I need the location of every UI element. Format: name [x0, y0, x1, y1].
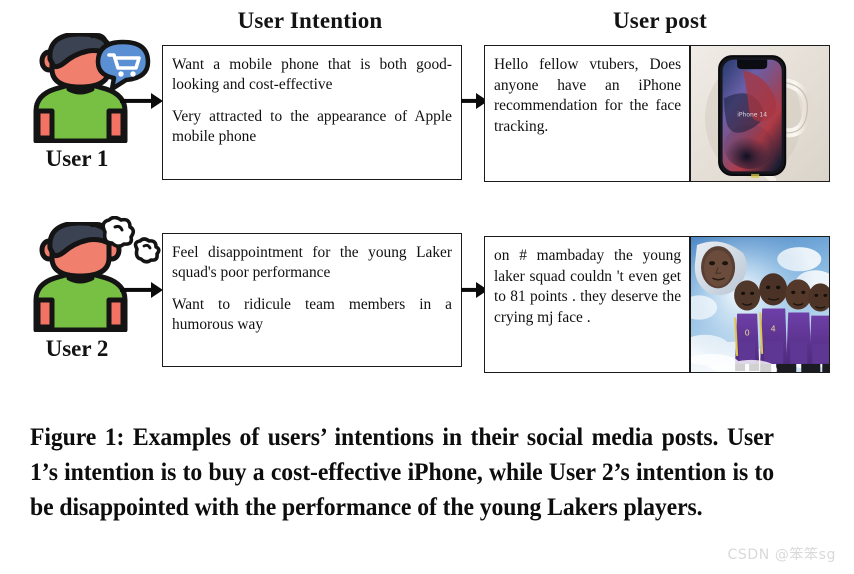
intention-line: Want a mobile phone that is both good-lo…: [172, 56, 452, 94]
lakers-clouds-meme-photo: 0 4: [690, 237, 829, 372]
svg-text:4: 4: [770, 325, 775, 334]
intention-box-2: Feel disappointment for the young Laker …: [162, 233, 462, 367]
shopping-cart-speech-bubble-icon: [92, 36, 154, 92]
iphone-photo: iPhone 14: [690, 46, 829, 181]
anger-steam-puff-icon: [94, 215, 164, 276]
post-text-1: Hello fellow vtubers, Does anyone have a…: [494, 56, 682, 136]
post-box-1: Hello fellow vtubers, Does anyone have a…: [484, 45, 830, 182]
post-box-2: on # mambaday the young laker squad coul…: [484, 236, 830, 373]
avatar-user-2: [22, 220, 142, 333]
svg-text:iPhone 14: iPhone 14: [737, 112, 767, 119]
intention-line: Feel disappointment for the young Laker …: [172, 244, 452, 282]
intention-line: Want to ridicule team members in a humor…: [172, 295, 452, 334]
post-text-2: on # mambaday the young laker squad coul…: [494, 247, 682, 327]
user-label-2: User 2: [45, 336, 109, 361]
column-header-user-post: User post: [612, 8, 707, 33]
intention-box-1: Want a mobile phone that is both good-lo…: [162, 45, 462, 180]
post-divider: [689, 46, 691, 181]
column-header-user-intention: User Intention: [237, 8, 383, 33]
csdn-watermark: CSDN @笨笨sg: [727, 547, 836, 563]
intention-line: Very attracted to the appearance of Appl…: [172, 107, 452, 146]
figure-caption: Figure 1: Examples of users’ intentions …: [30, 422, 774, 521]
person-avatar-icon: [33, 220, 128, 333]
svg-text:0: 0: [744, 329, 749, 338]
user-label-1: User 1: [45, 146, 109, 171]
